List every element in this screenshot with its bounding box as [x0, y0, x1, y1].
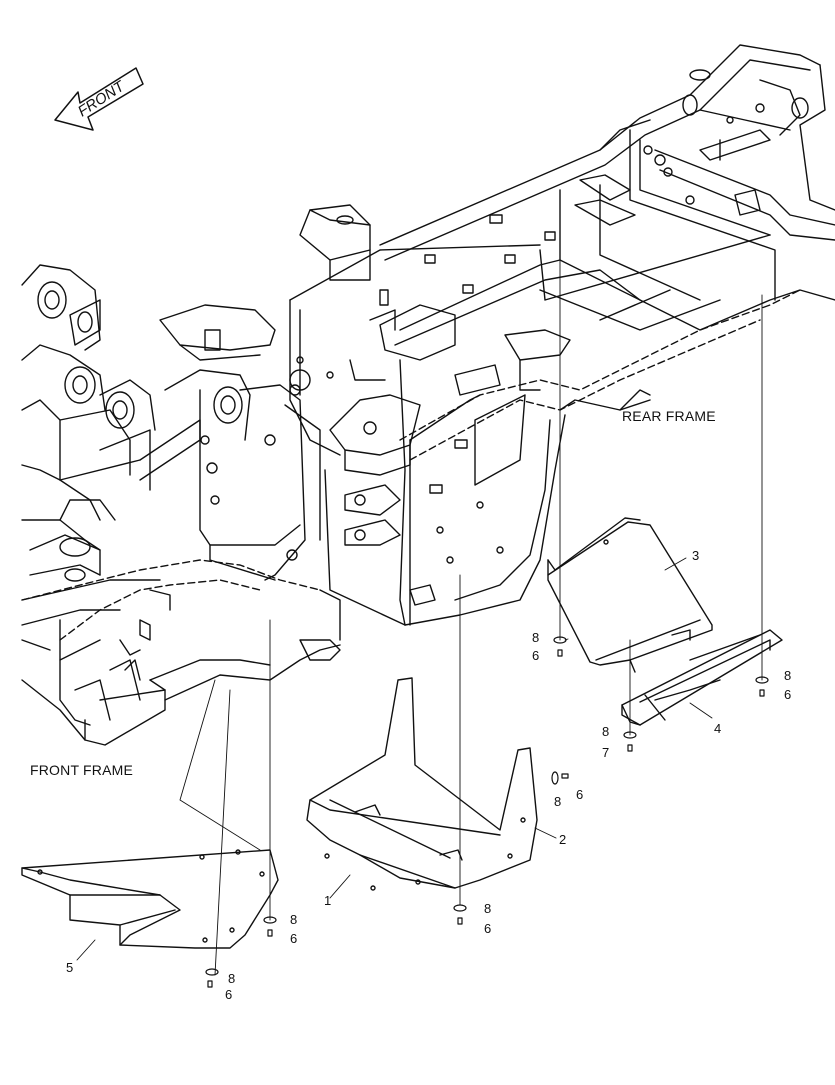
- callout-3: 3: [692, 548, 700, 563]
- hardware: [205, 636, 769, 988]
- callout-4: 4: [714, 721, 722, 736]
- callout-8-part4-right: 8: [784, 668, 792, 683]
- callout-6-part4: 6: [784, 687, 792, 702]
- front-frame: [21, 264, 341, 746]
- callout-6-part5-bottom: 6: [225, 987, 233, 1002]
- guide-lines: [179, 249, 763, 976]
- front-arrow-label: FRONT: [75, 77, 129, 120]
- part-2-tray: [306, 677, 538, 891]
- callout-leaders: [76, 557, 713, 961]
- center-articulation: [159, 204, 571, 626]
- callout-6-part2-bottom: 6: [484, 921, 492, 936]
- part-4-bar: [621, 629, 783, 726]
- rear-frame-label: REAR FRAME: [622, 408, 716, 424]
- rear-frame: [379, 44, 835, 626]
- callout-2: 2: [559, 832, 567, 847]
- callout-5: 5: [66, 960, 74, 975]
- callout-6-part5-right: 6: [290, 931, 298, 946]
- callout-8-part5-right: 8: [290, 912, 298, 927]
- callout-6-part3: 6: [532, 648, 540, 663]
- callout-8-part2-right: 8: [554, 794, 562, 809]
- callout-8-part3: 8: [532, 630, 540, 645]
- callout-7: 7: [602, 745, 610, 760]
- front-direction-arrow: FRONT: [54, 67, 144, 131]
- part-3-guard: [547, 517, 713, 673]
- front-frame-label: FRONT FRAME: [30, 762, 134, 778]
- callout-8-part5-bottom: 8: [228, 971, 236, 986]
- part-5-skid: [21, 849, 279, 949]
- callout-6-part2-right: 6: [576, 787, 584, 802]
- callout-1: 1: [324, 893, 332, 908]
- callout-8-part4-left: 8: [602, 724, 610, 739]
- callout-8-part2-bottom: 8: [484, 901, 492, 916]
